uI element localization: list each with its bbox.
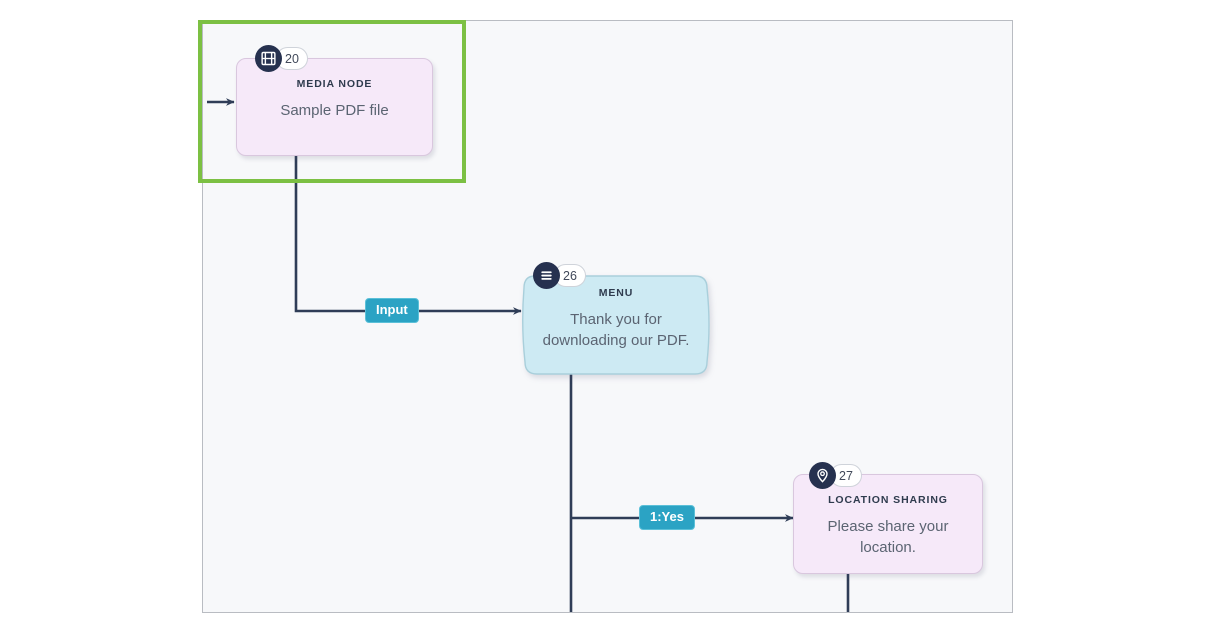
location-pin-icon xyxy=(809,462,836,489)
hamburger-menu-icon xyxy=(533,262,560,289)
node-content-text: Please share your location. xyxy=(827,518,949,556)
node-header-20: 20 xyxy=(255,45,308,72)
edge-label-input[interactable]: Input xyxy=(365,298,419,323)
edge-label-yes[interactable]: 1:Yes xyxy=(639,505,695,530)
node-body-20: MEDIA NODE Sample PDF file xyxy=(237,59,432,155)
node-number-badge: 26 xyxy=(554,264,586,287)
node-body-26: MENU Thank you for downloading our PDF. xyxy=(521,266,711,384)
node-type-label: MENU xyxy=(598,287,634,299)
canvas-inner: 20 MEDIA NODE Sample PDF file xyxy=(203,21,1012,612)
node-body-27: LOCATION SHARING Please share your locat… xyxy=(794,475,982,573)
node-type-label: LOCATION SHARING xyxy=(828,494,948,506)
node-header-27: 27 xyxy=(809,462,862,489)
menu-node-shape xyxy=(522,275,710,375)
node-content-text: Sample PDF file xyxy=(280,102,389,119)
node-menu[interactable]: 26 MENU Thank you for downloading our PD… xyxy=(521,262,711,384)
node-location-sharing[interactable]: 27 LOCATION SHARING Please share your lo… xyxy=(793,462,983,574)
node-media-node[interactable]: 20 MEDIA NODE Sample PDF file xyxy=(236,45,433,156)
node-number-badge: 27 xyxy=(830,464,862,487)
film-strip-icon xyxy=(255,45,282,72)
flow-canvas[interactable]: 20 MEDIA NODE Sample PDF file xyxy=(202,20,1013,613)
edge-menu-to-location xyxy=(569,366,794,612)
node-header-26: 26 xyxy=(533,262,586,289)
node-type-label: MEDIA NODE xyxy=(296,78,373,90)
node-content-text: Thank you for downloading our PDF. xyxy=(542,311,690,349)
edge-media-to-menu xyxy=(294,156,522,315)
